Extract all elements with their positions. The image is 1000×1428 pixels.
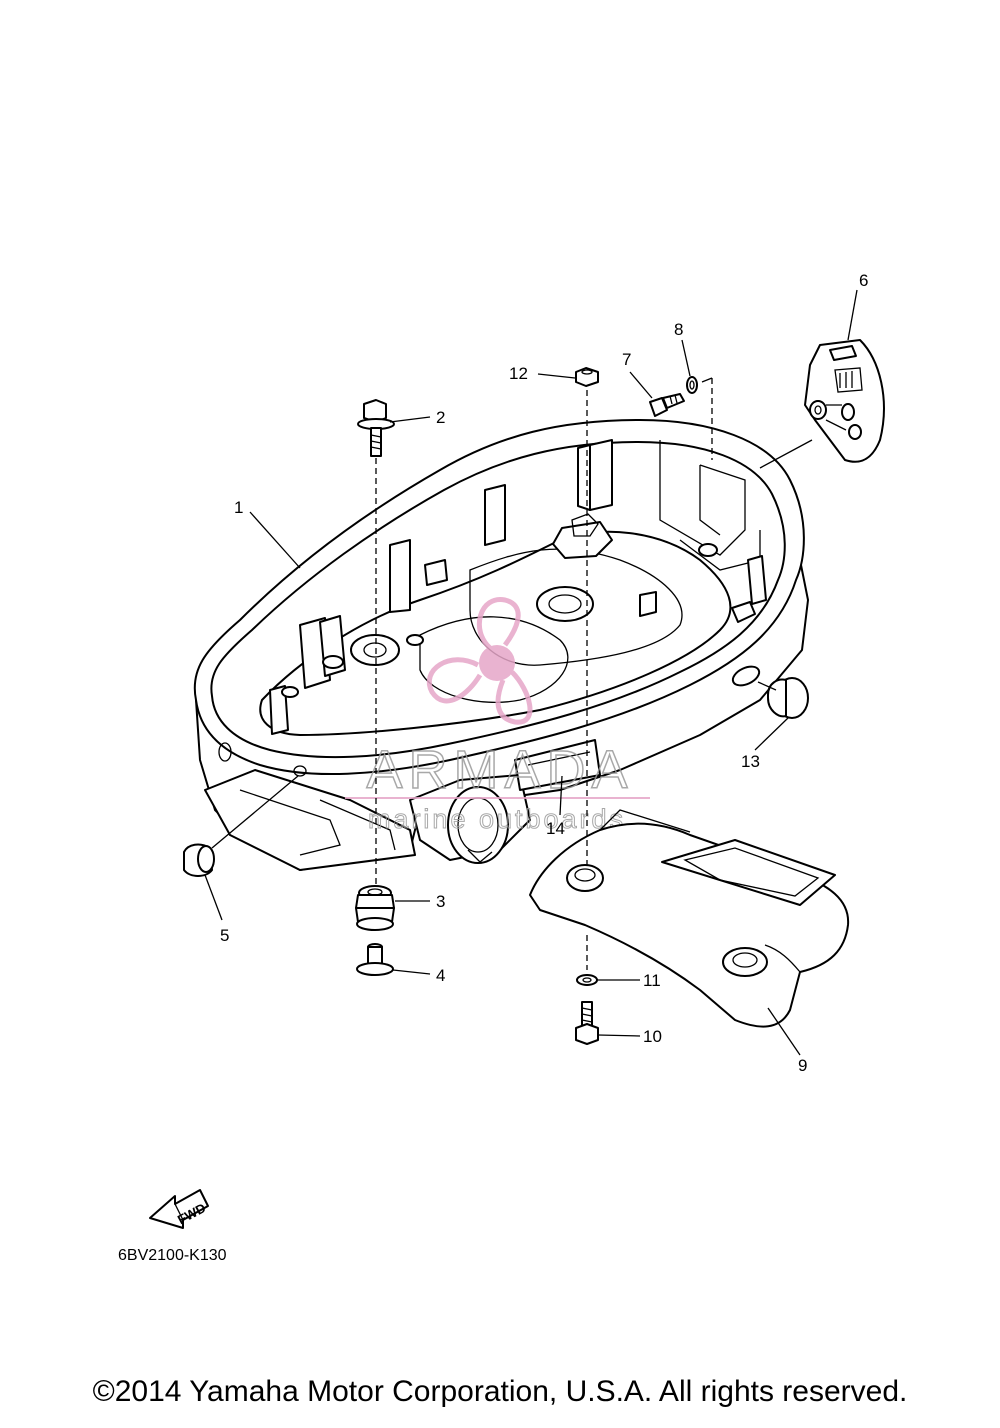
part-5-grommet [183, 843, 215, 877]
watermark-tagline: marine outboards [368, 804, 626, 834]
callout-2: 2 [436, 408, 445, 427]
leader-lines [204, 289, 858, 1056]
callout-7: 7 [622, 350, 631, 369]
part-12-nut [575, 367, 599, 387]
callout-1: 1 [234, 498, 243, 517]
callout-9: 9 [798, 1056, 807, 1075]
propeller-logo-icon [426, 597, 533, 725]
part-7-screw [649, 393, 685, 417]
part-code: 6BV2100-K130 [118, 1247, 227, 1264]
part-11-washer [576, 974, 598, 986]
callout-4: 4 [436, 966, 445, 985]
copyright-notice: ©2014 Yamaha Motor Corporation, U.S.A. A… [92, 1375, 908, 1408]
part-6-bracket [804, 339, 885, 463]
callout-14: 14 [546, 819, 565, 838]
part-10-bolt [575, 1001, 599, 1045]
callout-3: 3 [436, 892, 445, 911]
part-9-handle [529, 809, 850, 1028]
callout-5: 5 [220, 926, 229, 945]
fwd-arrow-icon: FWD [149, 1189, 209, 1229]
callout-13: 13 [741, 752, 760, 771]
part-3-grommet [355, 885, 395, 931]
callout-11: 11 [643, 971, 661, 990]
part-13-grommet [767, 677, 809, 719]
bottom-cowling [193, 419, 809, 871]
watermark-brand: ARMADA [366, 740, 633, 800]
watermark: ARMADA marine outboards [345, 597, 650, 835]
callout-10: 10 [643, 1027, 662, 1046]
callout-8: 8 [674, 320, 683, 339]
callout-labels: 1 2 3 4 5 6 7 8 9 10 11 12 13 14 [220, 271, 868, 1075]
callout-12: 12 [509, 364, 528, 383]
part-4-collar [356, 943, 394, 976]
part-2-bolt [357, 399, 395, 457]
assembly-lines [375, 377, 713, 970]
callout-6: 6 [859, 271, 868, 290]
part-8-washer [686, 376, 698, 394]
